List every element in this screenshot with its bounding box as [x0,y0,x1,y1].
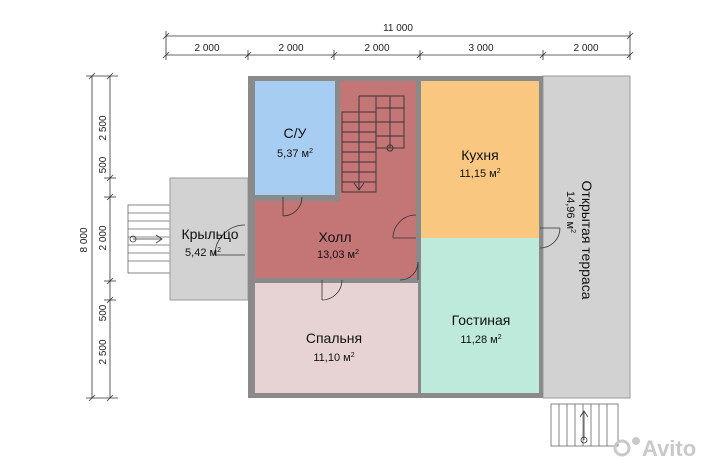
left-dimension-lines [86,72,118,402]
dim-total-width: 11 000 [383,23,413,34]
doors [214,196,561,301]
porch-stairs [127,204,171,274]
porch-label: Крыльцо [181,226,238,242]
terrace-area: 14,96 м2 [564,191,576,233]
dim-top-5: 2 000 [573,43,598,54]
hall-area: 13,03 м2 [317,249,359,261]
dim-top-3: 2 000 [364,43,389,54]
kitchen-area: 11,15 м2 [459,168,500,180]
dim-top-2: 2 000 [278,43,303,54]
living-label: Гостиная [452,312,511,328]
porch-room [169,177,249,301]
kitchen-room [421,81,539,238]
kitchen-label: Кухня [461,147,498,163]
bedroom-label: Спальня [306,330,362,346]
dim-top-1: 2 000 [194,43,219,54]
living-area: 11,28 м2 [460,334,501,346]
hall-label: Холл [319,229,352,245]
dim-left-5: 2 500 [98,339,109,364]
dim-left-4: 500 [98,304,109,321]
avito-logo-icon [613,439,631,457]
bedroom-room [255,283,418,393]
dim-left-3: 2 000 [98,225,109,250]
terrace-stairs [550,403,619,447]
top-dimension-lines [162,31,634,60]
dim-total-height: 8 000 [79,227,90,252]
avito-watermark: Avito [613,436,696,461]
su-label: С/У [284,125,307,141]
dim-left-1: 2 500 [98,115,109,140]
watermark-text: Avito [642,436,696,461]
living-room [421,238,539,393]
terrace-label: Открытая терраса [579,181,595,300]
bedroom-area: 11,10 м2 [313,352,354,364]
dim-top-4: 3 000 [468,43,493,54]
su-area: 5,37 м2 [277,148,313,160]
su-room [255,81,335,195]
porch-area: 5,42 м2 [185,247,221,259]
inner-staircase [341,95,405,193]
dim-left-2: 500 [98,156,109,173]
